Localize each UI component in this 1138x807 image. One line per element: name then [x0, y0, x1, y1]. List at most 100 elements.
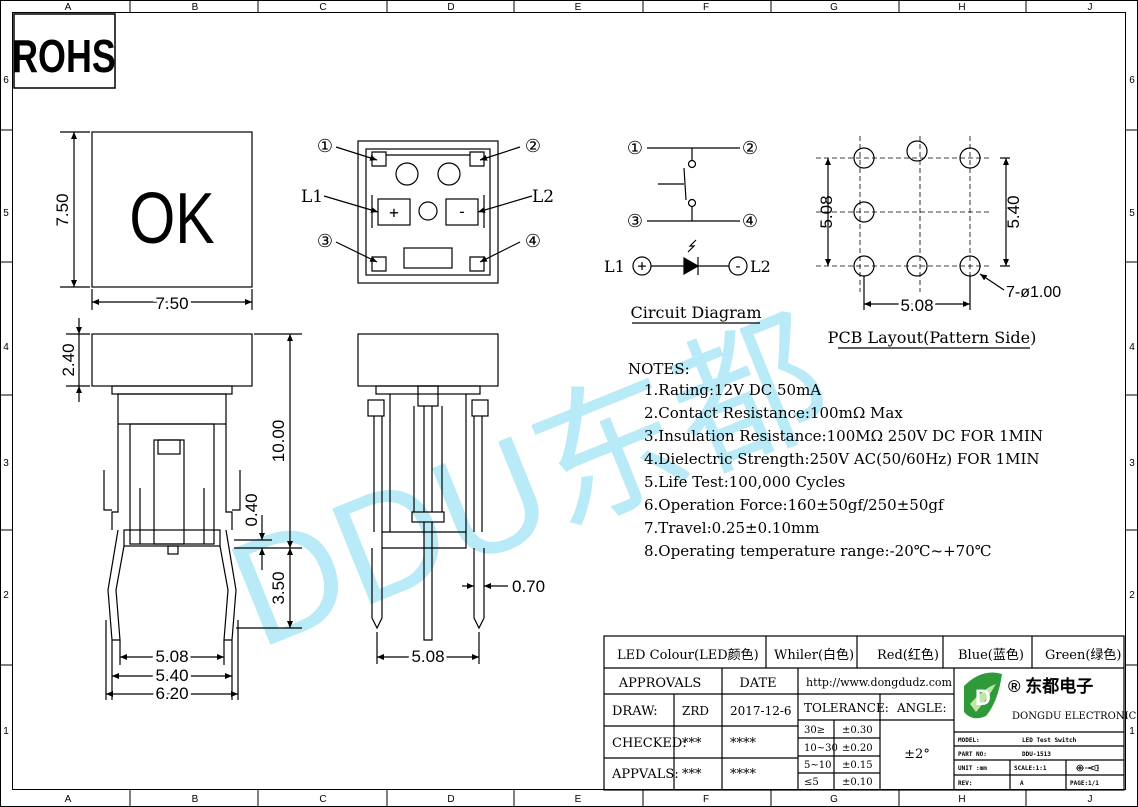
company-name-en: DONGDU ELECTRONICS	[1012, 711, 1138, 722]
circuit-diagram-title: Circuit Diagram	[631, 303, 762, 322]
title-block-text: LED Colour(LED颜色) Whiler(白色) Red(红色) Blu…	[611, 647, 1138, 788]
pin-view	[323, 140, 533, 284]
circuit-pin-4: ④	[742, 211, 758, 232]
pcb-layout-title: PCB Layout(Pattern Side)	[828, 328, 1037, 347]
circuit-minus: -	[733, 257, 742, 275]
dim-3-50: 3.50	[269, 571, 288, 604]
led-colour-blue: Blue(蓝色)	[958, 647, 1024, 663]
angle-header: ANGLE:	[896, 701, 947, 715]
border-col-label: J	[1088, 2, 1093, 13]
website-url: http://www.dongdudz.com	[806, 676, 953, 689]
checked-name: ***	[682, 736, 702, 751]
checked-date: ****	[730, 736, 757, 751]
dim-7-50-horizontal: 7.50	[155, 294, 188, 313]
rev-label: REV:	[958, 780, 972, 787]
pin-l2-label: L2	[532, 187, 554, 207]
border-col-label: D	[447, 794, 454, 805]
pin-1-label: ①	[317, 136, 333, 157]
side-view-front	[66, 318, 302, 700]
rohs-label: ROHS	[12, 31, 116, 82]
tolerance-value: ±0.10	[842, 777, 873, 788]
tolerance-value: ±0.30	[842, 725, 873, 736]
dim-7-50-vertical: 7.50	[53, 193, 72, 226]
model-value: LED Test Switch	[1022, 737, 1077, 744]
draw-date: 2017-12-6	[730, 704, 792, 718]
tolerance-range: 30≥	[804, 725, 825, 736]
dim-0-40: 0.40	[242, 493, 261, 526]
led-colour-label: LED Colour(LED颜色)	[617, 647, 759, 663]
dim-6-20: 6.20	[155, 684, 188, 703]
part-no-value: DDU-1513	[1022, 751, 1051, 758]
title-block	[603, 635, 1125, 791]
unit-label: UNIT :mm	[958, 765, 987, 772]
pcb-dim-5-08-horizontal: 5.08	[900, 296, 933, 315]
border-col-label: F	[703, 2, 709, 13]
circuit-plus: +	[637, 257, 646, 275]
appvals-date: ****	[730, 767, 757, 782]
pin-plus-label: +	[389, 203, 399, 222]
border-row-label: 5	[1129, 208, 1135, 219]
circuit-pin-2: ②	[742, 138, 758, 159]
tolerance-range: 5~10	[804, 760, 831, 771]
note-item: 5.Life Test:100,000 Cycles	[644, 473, 845, 491]
approvals-header: APPROVALS	[618, 676, 702, 691]
border-col-label: G	[830, 794, 838, 805]
border-col-label: A	[65, 794, 72, 805]
rohs-box: ROHS	[12, 13, 116, 89]
model-label: MODEL:	[958, 737, 980, 744]
top-view	[60, 131, 253, 310]
border-row-label: 4	[1129, 342, 1135, 353]
border-row-label: 6	[1129, 75, 1135, 86]
scale-label: SCALE:1:1	[1014, 765, 1047, 772]
led-colour-red: Red(红色)	[877, 647, 939, 663]
pcb-dim-5-40-vertical: 5.40	[1004, 195, 1023, 228]
dim-0-70: 0.70	[512, 577, 545, 596]
draw-label: DRAW:	[612, 704, 658, 719]
note-item: 2.Contact Resistance:100mΩ Max	[644, 404, 903, 422]
border-row-label: 3	[3, 458, 9, 469]
border-row-label: 6	[3, 75, 9, 86]
tolerance-range: ≤5	[804, 777, 819, 788]
border-row-label: 2	[3, 590, 9, 601]
border-row-label: 1	[1129, 726, 1135, 737]
note-item: 8.Operating temperature range:-20℃~+70℃	[644, 542, 992, 560]
border-row-label: 5	[3, 208, 9, 219]
circuit-l1: L1	[604, 257, 625, 276]
border-col-label: J	[1088, 794, 1093, 805]
tolerance-header: TOLERANCE:	[804, 701, 889, 715]
border-row-label: 3	[1129, 458, 1135, 469]
company-logo-icon: D	[960, 672, 1004, 728]
led-colour-green: Green(绿色)	[1045, 647, 1122, 663]
pin-l1-label: L1	[301, 187, 323, 207]
note-item: 6.Operation Force:160±50gf/250±50gf	[644, 496, 945, 514]
cap-legend: OK	[129, 177, 214, 258]
dim-5-40: 5.40	[155, 666, 188, 685]
border-col-label: C	[319, 2, 326, 13]
appvals-name: ***	[682, 767, 702, 782]
border-col-label: G	[830, 2, 838, 13]
dim-2-40: 2.40	[59, 343, 78, 376]
pcb-hole-spec: 7-ø1.00	[1006, 284, 1061, 301]
checked-label: CHECKED:	[612, 736, 687, 751]
pcb-layout	[816, 136, 1030, 349]
draw-name: ZRD	[682, 704, 709, 718]
note-item: 1.Rating:12V DC 50mA	[644, 381, 821, 399]
circuit-pin-3: ③	[627, 211, 643, 232]
border-col-label: F	[703, 794, 709, 805]
border-col-label: A	[65, 2, 72, 13]
date-header: DATE	[739, 676, 776, 691]
border-col-label: B	[192, 2, 199, 13]
side-view-profile	[357, 333, 508, 664]
svg-text:D: D	[975, 685, 991, 710]
note-item: 3.Insulation Resistance:100MΩ 250V DC FO…	[644, 427, 1043, 445]
angle-value: ±2°	[904, 747, 930, 762]
border-row-label: 1	[3, 726, 9, 737]
border-col-label: C	[319, 794, 326, 805]
border-col-label: E	[575, 2, 582, 13]
tolerance-value: ±0.15	[842, 760, 873, 771]
part-no-label: PART NO:	[958, 751, 987, 758]
border-col-label: E	[575, 794, 582, 805]
appvals-label: APPVALS:	[611, 767, 679, 782]
